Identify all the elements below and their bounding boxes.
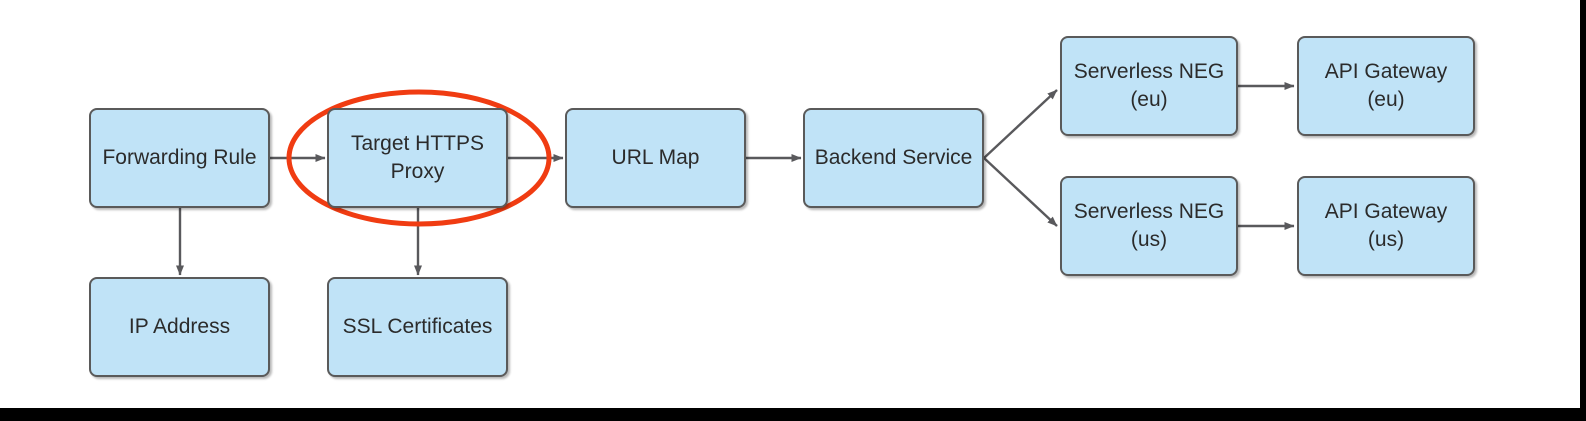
node-label: SSL Certificates — [342, 315, 493, 338]
node-api-gateway-eu[interactable]: API Gateway (eu) — [1297, 36, 1475, 136]
highlight-ellipse-annotation — [286, 89, 552, 227]
edge-backend-to-neg-us — [983, 157, 1058, 227]
node-label: Serverless NEG (us) — [1073, 200, 1225, 251]
node-label: Serverless NEG (eu) — [1073, 60, 1225, 111]
node-label: IP Address — [128, 315, 231, 338]
node-label: API Gateway (us) — [1324, 200, 1448, 251]
node-forwarding-rule[interactable]: Forwarding Rule — [89, 108, 270, 208]
node-api-gateway-us[interactable]: API Gateway (us) — [1297, 176, 1475, 276]
node-label: Target HTTPS Proxy — [350, 132, 485, 183]
node-backend-service[interactable]: Backend Service — [803, 108, 984, 208]
edge-backend-to-neg-eu — [983, 89, 1058, 159]
node-url-map[interactable]: URL Map — [565, 108, 746, 208]
node-target-https-proxy[interactable]: Target HTTPS Proxy — [327, 108, 508, 208]
right-frame-bar — [1580, 0, 1586, 421]
node-ip-address[interactable]: IP Address — [89, 277, 270, 377]
node-serverless-neg-eu[interactable]: Serverless NEG (eu) — [1060, 36, 1238, 136]
node-label: Forwarding Rule — [102, 146, 257, 169]
bottom-frame-bar — [0, 408, 1586, 421]
node-label: URL Map — [611, 146, 700, 169]
node-serverless-neg-us[interactable]: Serverless NEG (us) — [1060, 176, 1238, 276]
node-label: API Gateway (eu) — [1324, 60, 1448, 111]
node-ssl-certificates[interactable]: SSL Certificates — [327, 277, 508, 377]
node-label: Backend Service — [814, 146, 973, 169]
